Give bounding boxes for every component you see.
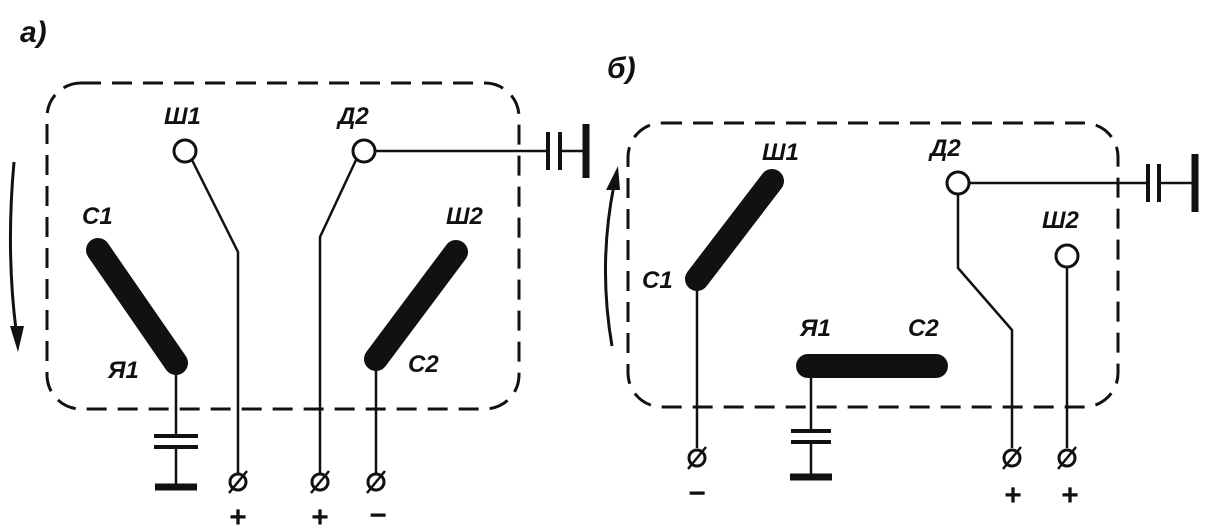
diagram-b-sign-sh2: + xyxy=(1061,479,1079,512)
diagram-a-label-ya1: Я1 xyxy=(107,357,139,384)
diagram-a-housing xyxy=(45,81,521,411)
diagram-a-label-sh2: Ш2 xyxy=(446,203,483,230)
diagram-b-label-sh2: Ш2 xyxy=(1042,207,1079,234)
diagram-a-label-c1: С1 xyxy=(82,203,113,230)
diagram-a-output-terminal-sh1-icon xyxy=(228,470,248,494)
diagram-a-label-c2: С2 xyxy=(408,351,439,378)
diagram-b-wire-d2 xyxy=(956,194,1014,448)
diagram-b-output-terminal-sh2-icon xyxy=(1057,446,1077,470)
diagram-a-sign-sh1: + xyxy=(229,501,247,529)
diagram-b-capacitor-left-icon xyxy=(790,429,832,481)
diagram-b-output-terminal-d2-icon xyxy=(1002,446,1022,470)
diagram-a-rotation-arrow-icon xyxy=(8,161,24,352)
diagram-b: б) Ш1 С1 Я1 С2 Д2 xyxy=(603,52,1199,512)
diagram-b-terminal-d2 xyxy=(945,170,971,196)
diagram-a-output-terminal-d2-icon xyxy=(310,470,330,494)
diagram-b-rotation-arrow-icon xyxy=(603,166,620,347)
diagram-a-capacitor-right-icon xyxy=(546,124,590,178)
diagram-a-label-sh1: Ш1 xyxy=(164,103,201,130)
diagram-a-wire-d2 xyxy=(318,159,358,473)
diagram-a-capacitor-left-icon xyxy=(154,434,198,491)
diagram-b-caption: б) xyxy=(607,52,636,85)
diagram-a-brush-sh2-c2 xyxy=(364,240,468,371)
diagram-a-brush-c1-ya1 xyxy=(86,238,188,375)
diagram-a-output-terminal-c2-icon xyxy=(366,470,386,494)
diagram-a-caption: а) xyxy=(20,16,47,49)
diagram-a-sign-c2: − xyxy=(369,499,387,529)
diagram-b-label-c1: С1 xyxy=(642,267,673,294)
diagram-b-label-ya1: Я1 xyxy=(799,315,831,342)
diagram-b-output-terminal-c1-icon xyxy=(687,446,707,470)
diagram-a-terminal-d2 xyxy=(351,138,377,164)
diagram-a-label-d2: Д2 xyxy=(336,103,369,130)
diagram-b-label-c2: С2 xyxy=(908,315,939,342)
diagram-b-label-sh1: Ш1 xyxy=(762,139,799,166)
diagram-b-terminal-sh2 xyxy=(1054,243,1080,269)
diagram-b-label-d2: Д2 xyxy=(928,135,961,162)
diagram-a-sign-d2: + xyxy=(311,501,329,529)
diagram-a-wire-sh1 xyxy=(190,159,240,473)
diagram-a-terminal-sh1 xyxy=(172,138,198,164)
diagram-b-brush-sh1-c1 xyxy=(685,169,784,291)
diagram-a: а) Ш1 Д2 С1 Я1 xyxy=(8,16,590,529)
diagram-b-capacitor-right-icon xyxy=(1146,154,1199,212)
diagram-b-sign-c1: − xyxy=(688,477,706,510)
diagram-b-sign-d2: + xyxy=(1004,479,1022,512)
